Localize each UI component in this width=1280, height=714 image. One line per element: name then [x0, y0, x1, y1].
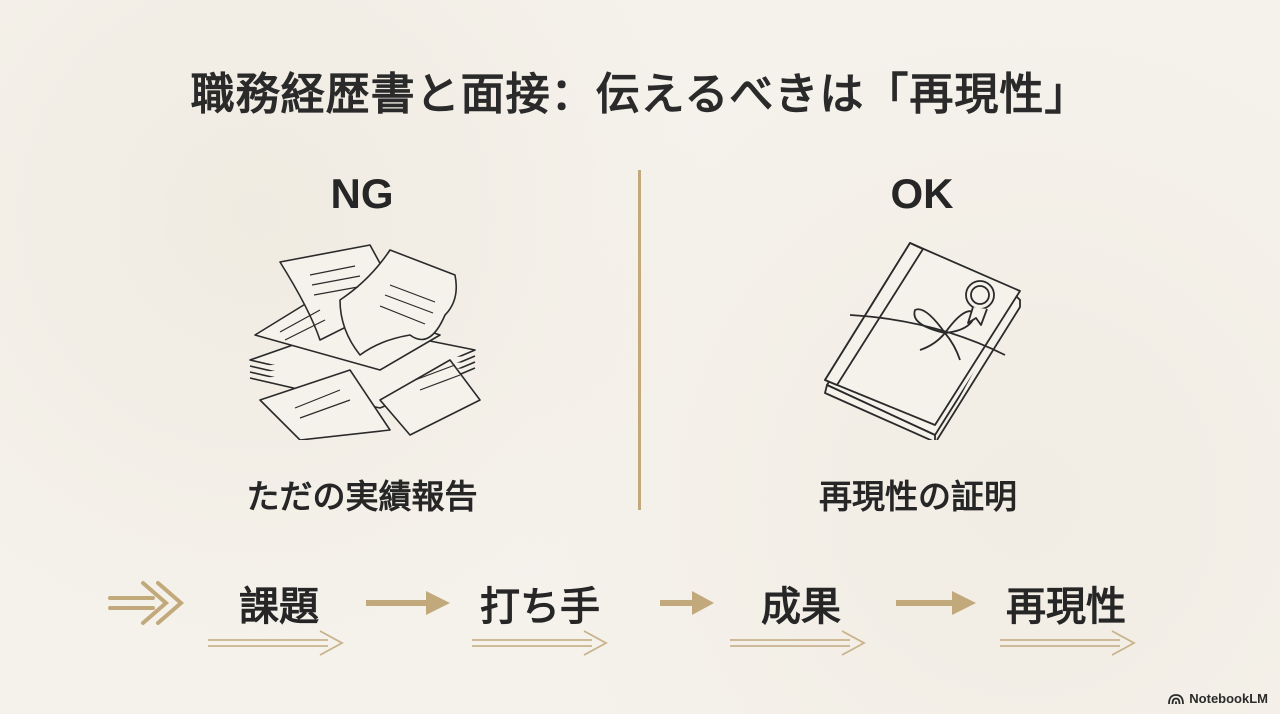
tied-book-with-seal-icon — [824, 242, 1021, 440]
column-divider — [638, 170, 641, 510]
double-line-arrow-icon — [730, 630, 866, 656]
double-line-arrow-icon — [1000, 630, 1136, 656]
ng-caption: ただの実績報告 — [246, 477, 478, 516]
double-line-arrow-icon — [208, 630, 344, 656]
double-line-arrow-icon — [472, 630, 608, 656]
double-chevron-arrow-icon — [108, 581, 185, 625]
flow-step-action: 打ち手 — [480, 584, 600, 630]
right-arrow-icon — [660, 591, 714, 615]
notebooklm-logo-icon — [1168, 693, 1185, 704]
ok-heading: OK — [890, 170, 954, 217]
right-arrow-icon — [366, 591, 450, 615]
ng-heading: NG — [330, 170, 394, 217]
right-arrow-icon — [896, 591, 976, 615]
flow-step-reproducibility: 再現性 — [1006, 584, 1126, 630]
flow-step-result: 成果 — [761, 584, 841, 630]
brand-label: NotebookLM — [1189, 691, 1268, 706]
flow-step-issue: 課題 — [239, 584, 319, 630]
notebooklm-brand: NotebookLM — [1168, 691, 1268, 706]
slide-title: 職務経歴書と面接：伝えるべきは「再現性」 — [190, 69, 1090, 120]
scattered-papers-icon — [249, 244, 481, 440]
ok-caption: 再現性の証明 — [819, 477, 1017, 516]
